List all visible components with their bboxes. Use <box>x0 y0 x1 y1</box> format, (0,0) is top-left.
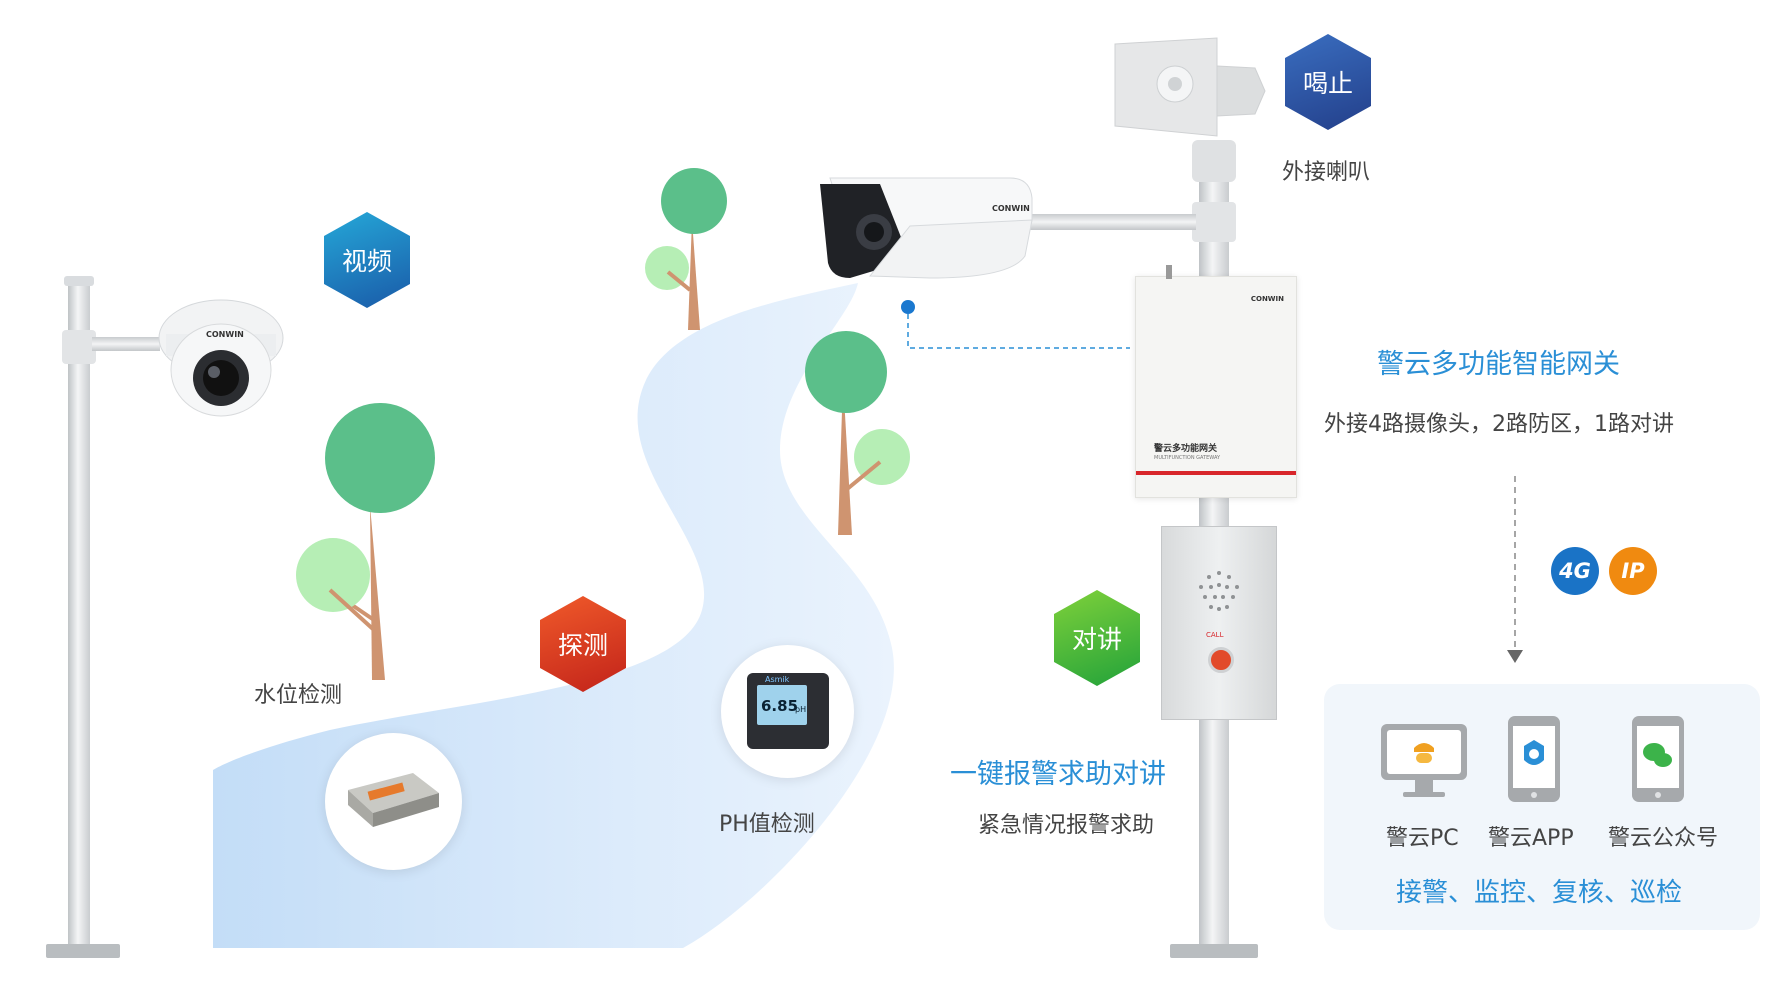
intercom-call-button <box>1208 647 1234 673</box>
left-pole-clamp <box>62 330 96 364</box>
sos-desc: 紧急情况报警求助 <box>978 813 1155 838</box>
badge-detect-label: 探测 <box>557 631 608 660</box>
platform-panel: 警云PC 警云APP 警云公众号 接警、监控、复核、巡检 <box>1324 684 1760 930</box>
badge-ip: IP <box>1609 547 1657 595</box>
app-wechat-label: 警云公众号 <box>1608 826 1719 851</box>
horn-speaker <box>1105 36 1275 146</box>
gateway-antenna <box>1166 265 1172 279</box>
ph-meter-brand: Asmik <box>765 675 790 684</box>
water-level-label: 水位检测 <box>254 683 343 708</box>
speaker-label: 外接喇叭 <box>1282 160 1371 185</box>
app-phone-icon <box>1508 716 1560 802</box>
tree-top <box>645 168 727 330</box>
gateway-desc: 外接4路摄像头，2路防区，1路对讲 <box>1324 412 1674 437</box>
water-level-sensor-circle <box>325 733 462 870</box>
services-label: 接警、监控、复核、巡检 <box>1396 878 1683 908</box>
badge-ip-label: IP <box>1621 559 1645 583</box>
bullet-camera-dot <box>901 300 915 314</box>
ph-meter-screen: Asmik 6.85 pH <box>757 675 807 725</box>
app-app-label: 警云APP <box>1488 826 1574 851</box>
badge-4g-label: 4G <box>1559 559 1591 583</box>
left-pole-base <box>46 944 120 958</box>
gateway-device: CONWIN 警云多功能网关 MULTIFUNCTION GATEWAY <box>1135 265 1297 498</box>
gateway-red-stripe <box>1136 471 1296 475</box>
right-pole-arm <box>1010 214 1196 230</box>
ph-label: PH值检测 <box>719 812 815 837</box>
intercom-speaker-grille <box>1199 571 1239 611</box>
app-pc-label: 警云PC <box>1386 826 1459 851</box>
badge-stop-label: 喝止 <box>1302 69 1353 98</box>
water-level-sensor <box>348 773 439 827</box>
gateway-brand: CONWIN <box>1250 295 1284 303</box>
left-pole-cap <box>64 276 94 286</box>
speaker-mount <box>1192 140 1236 182</box>
gateway-title: 警云多功能智能网关 <box>1377 349 1620 380</box>
dome-camera: CONWIN <box>156 296 286 422</box>
badge-video: 视频 <box>324 212 410 308</box>
right-pole-base <box>1170 944 1258 958</box>
wechat-phone-icon <box>1632 716 1684 802</box>
badge-4g: 4G <box>1551 547 1599 595</box>
intercom-call-label: CALL <box>1206 631 1224 639</box>
monitor-icon <box>1381 724 1467 797</box>
left-pole-arm <box>92 337 160 351</box>
intercom-panel: CALL <box>1161 526 1277 720</box>
tree-left <box>296 403 435 680</box>
ph-meter-unit: pH <box>795 705 807 714</box>
dome-camera-brand: CONWIN <box>206 330 244 339</box>
badge-video-label: 视频 <box>341 247 392 276</box>
ph-meter-circle: Asmik 6.85 pH <box>721 645 854 778</box>
bullet-camera-brand: CONWIN <box>992 204 1030 213</box>
bullet-camera: CONWIN <box>810 168 1040 292</box>
right-pole-clamp <box>1192 202 1236 242</box>
sos-title: 一键报警求助对讲 <box>950 759 1166 790</box>
ph-meter-value: 6.85 <box>761 697 799 715</box>
ph-meter: Asmik 6.85 pH <box>747 673 829 749</box>
gateway-sub: MULTIFUNCTION GATEWAY <box>1154 455 1221 461</box>
gateway-name: 警云多功能网关 <box>1154 444 1218 454</box>
tree-mid <box>805 331 910 535</box>
left-pole <box>68 278 90 948</box>
badge-intercom-label: 对讲 <box>1071 625 1122 654</box>
badge-intercom: 对讲 <box>1054 590 1140 686</box>
badge-stop: 喝止 <box>1285 34 1371 130</box>
